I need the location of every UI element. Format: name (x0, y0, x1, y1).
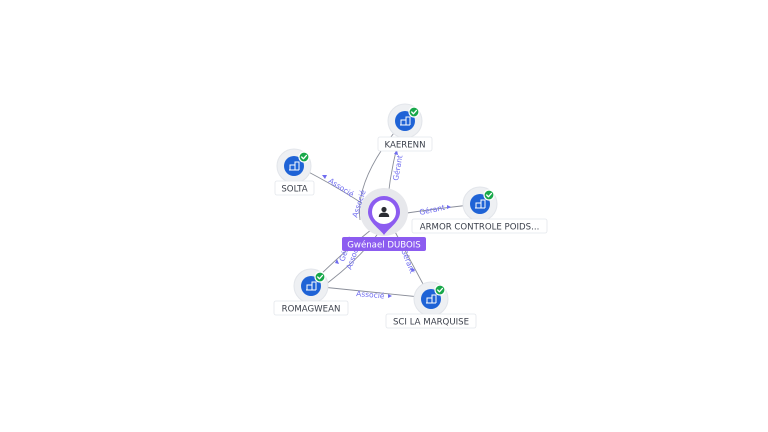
edge-label-kaerenn: Gérant (391, 154, 404, 181)
company-name: SCI LA MARQUISE (393, 318, 469, 328)
building-icon (426, 294, 437, 304)
company-label-solta[interactable]: SOLTA (274, 180, 315, 196)
arrow-sci (410, 268, 415, 272)
verified-check-icon (314, 271, 326, 283)
building-icon (289, 161, 300, 171)
edge-label-solta: Associé (327, 176, 356, 199)
person-node-center[interactable]: Gwénael DUBOIS (342, 188, 426, 251)
building-icon (306, 281, 317, 291)
arrow-armor (447, 205, 451, 209)
person-label-box (342, 237, 426, 251)
edge-label-armor: Gérant (419, 203, 446, 217)
company-label-sci[interactable]: SCI LA MARQUISE (385, 313, 477, 329)
verified-check-icon (434, 284, 446, 296)
verified-check-icon (298, 151, 310, 163)
verified-check-icon (408, 106, 420, 118)
company-node-kaerenn[interactable] (387, 103, 423, 139)
verified-check-icon (483, 189, 495, 201)
building-icon (475, 199, 486, 209)
company-label-armor[interactable]: ARMOR CONTROLE POIDS... (411, 218, 548, 234)
building-icon (400, 116, 411, 126)
company-name: KAERENN (384, 141, 425, 151)
arrowheads (322, 150, 451, 298)
company-label-romagwean[interactable]: ROMAGWEAN (273, 300, 349, 316)
edge-label-sci: Gérant (399, 247, 417, 274)
company-node-sci[interactable] (413, 281, 449, 317)
person-name: Gwénael DUBOIS (347, 240, 421, 251)
arrow-solta (322, 175, 327, 179)
company-label-kaerenn[interactable]: KAERENN (377, 136, 433, 152)
arrow-romagwean-sci (388, 294, 392, 298)
company-name: ARMOR CONTROLE POIDS... (420, 223, 540, 233)
company-name: ROMAGWEAN (282, 305, 341, 315)
person-icon (378, 206, 390, 217)
company-name: SOLTA (281, 185, 307, 195)
company-node-romagwean[interactable] (293, 268, 329, 304)
edge-label-romagwean-sci: Associé (356, 289, 385, 300)
company-node-armor[interactable] (462, 186, 498, 222)
company-node-solta[interactable] (276, 148, 312, 184)
arrow-romagwean (335, 259, 339, 264)
